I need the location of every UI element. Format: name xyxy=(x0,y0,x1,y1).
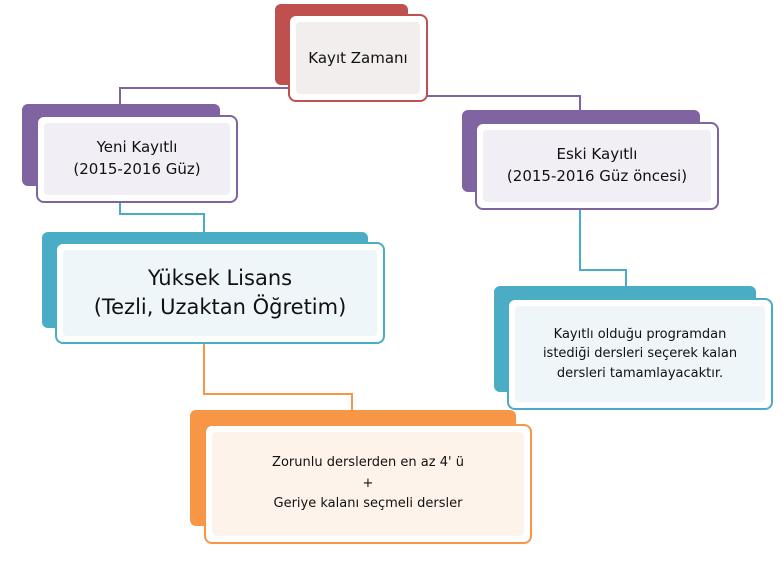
node-old-registration-box: Eski Kayıtlı (2015-2016 Güz öncesi) xyxy=(475,122,719,210)
connector-masters-required xyxy=(203,344,353,410)
node-masters-box: Yüksek Lisans (Tezli, Uzaktan Öğretim) xyxy=(55,242,385,344)
node-old-courses-label: Kayıtlı olduğu programdan istediği dersl… xyxy=(542,326,738,381)
node-old-courses-box: Kayıtlı olduğu programdan istediği dersl… xyxy=(507,298,773,410)
node-root-box: Kayıt Zamanı xyxy=(288,14,428,102)
node-required-courses-box: Zorunlu derslerden en az 4' ü + Geriye k… xyxy=(204,424,532,544)
node-required-courses-label: Zorunlu derslerden en az 4' ü + Geriye k… xyxy=(272,454,464,512)
node-masters-label: Yüksek Lisans (Tezli, Uzaktan Öğretim) xyxy=(93,265,347,319)
connector-root-new xyxy=(119,87,290,104)
node-old-registration-label: Eski Kayıtlı (2015-2016 Güz öncesi) xyxy=(506,145,688,185)
node-new-registration-label: Yeni Kayıtlı (2015-2016 Güz) xyxy=(73,138,201,178)
connector-old-courses xyxy=(579,210,627,286)
node-root-label: Kayıt Zamanı xyxy=(308,49,408,67)
node-new-registration-box: Yeni Kayıtlı (2015-2016 Güz) xyxy=(36,115,238,203)
